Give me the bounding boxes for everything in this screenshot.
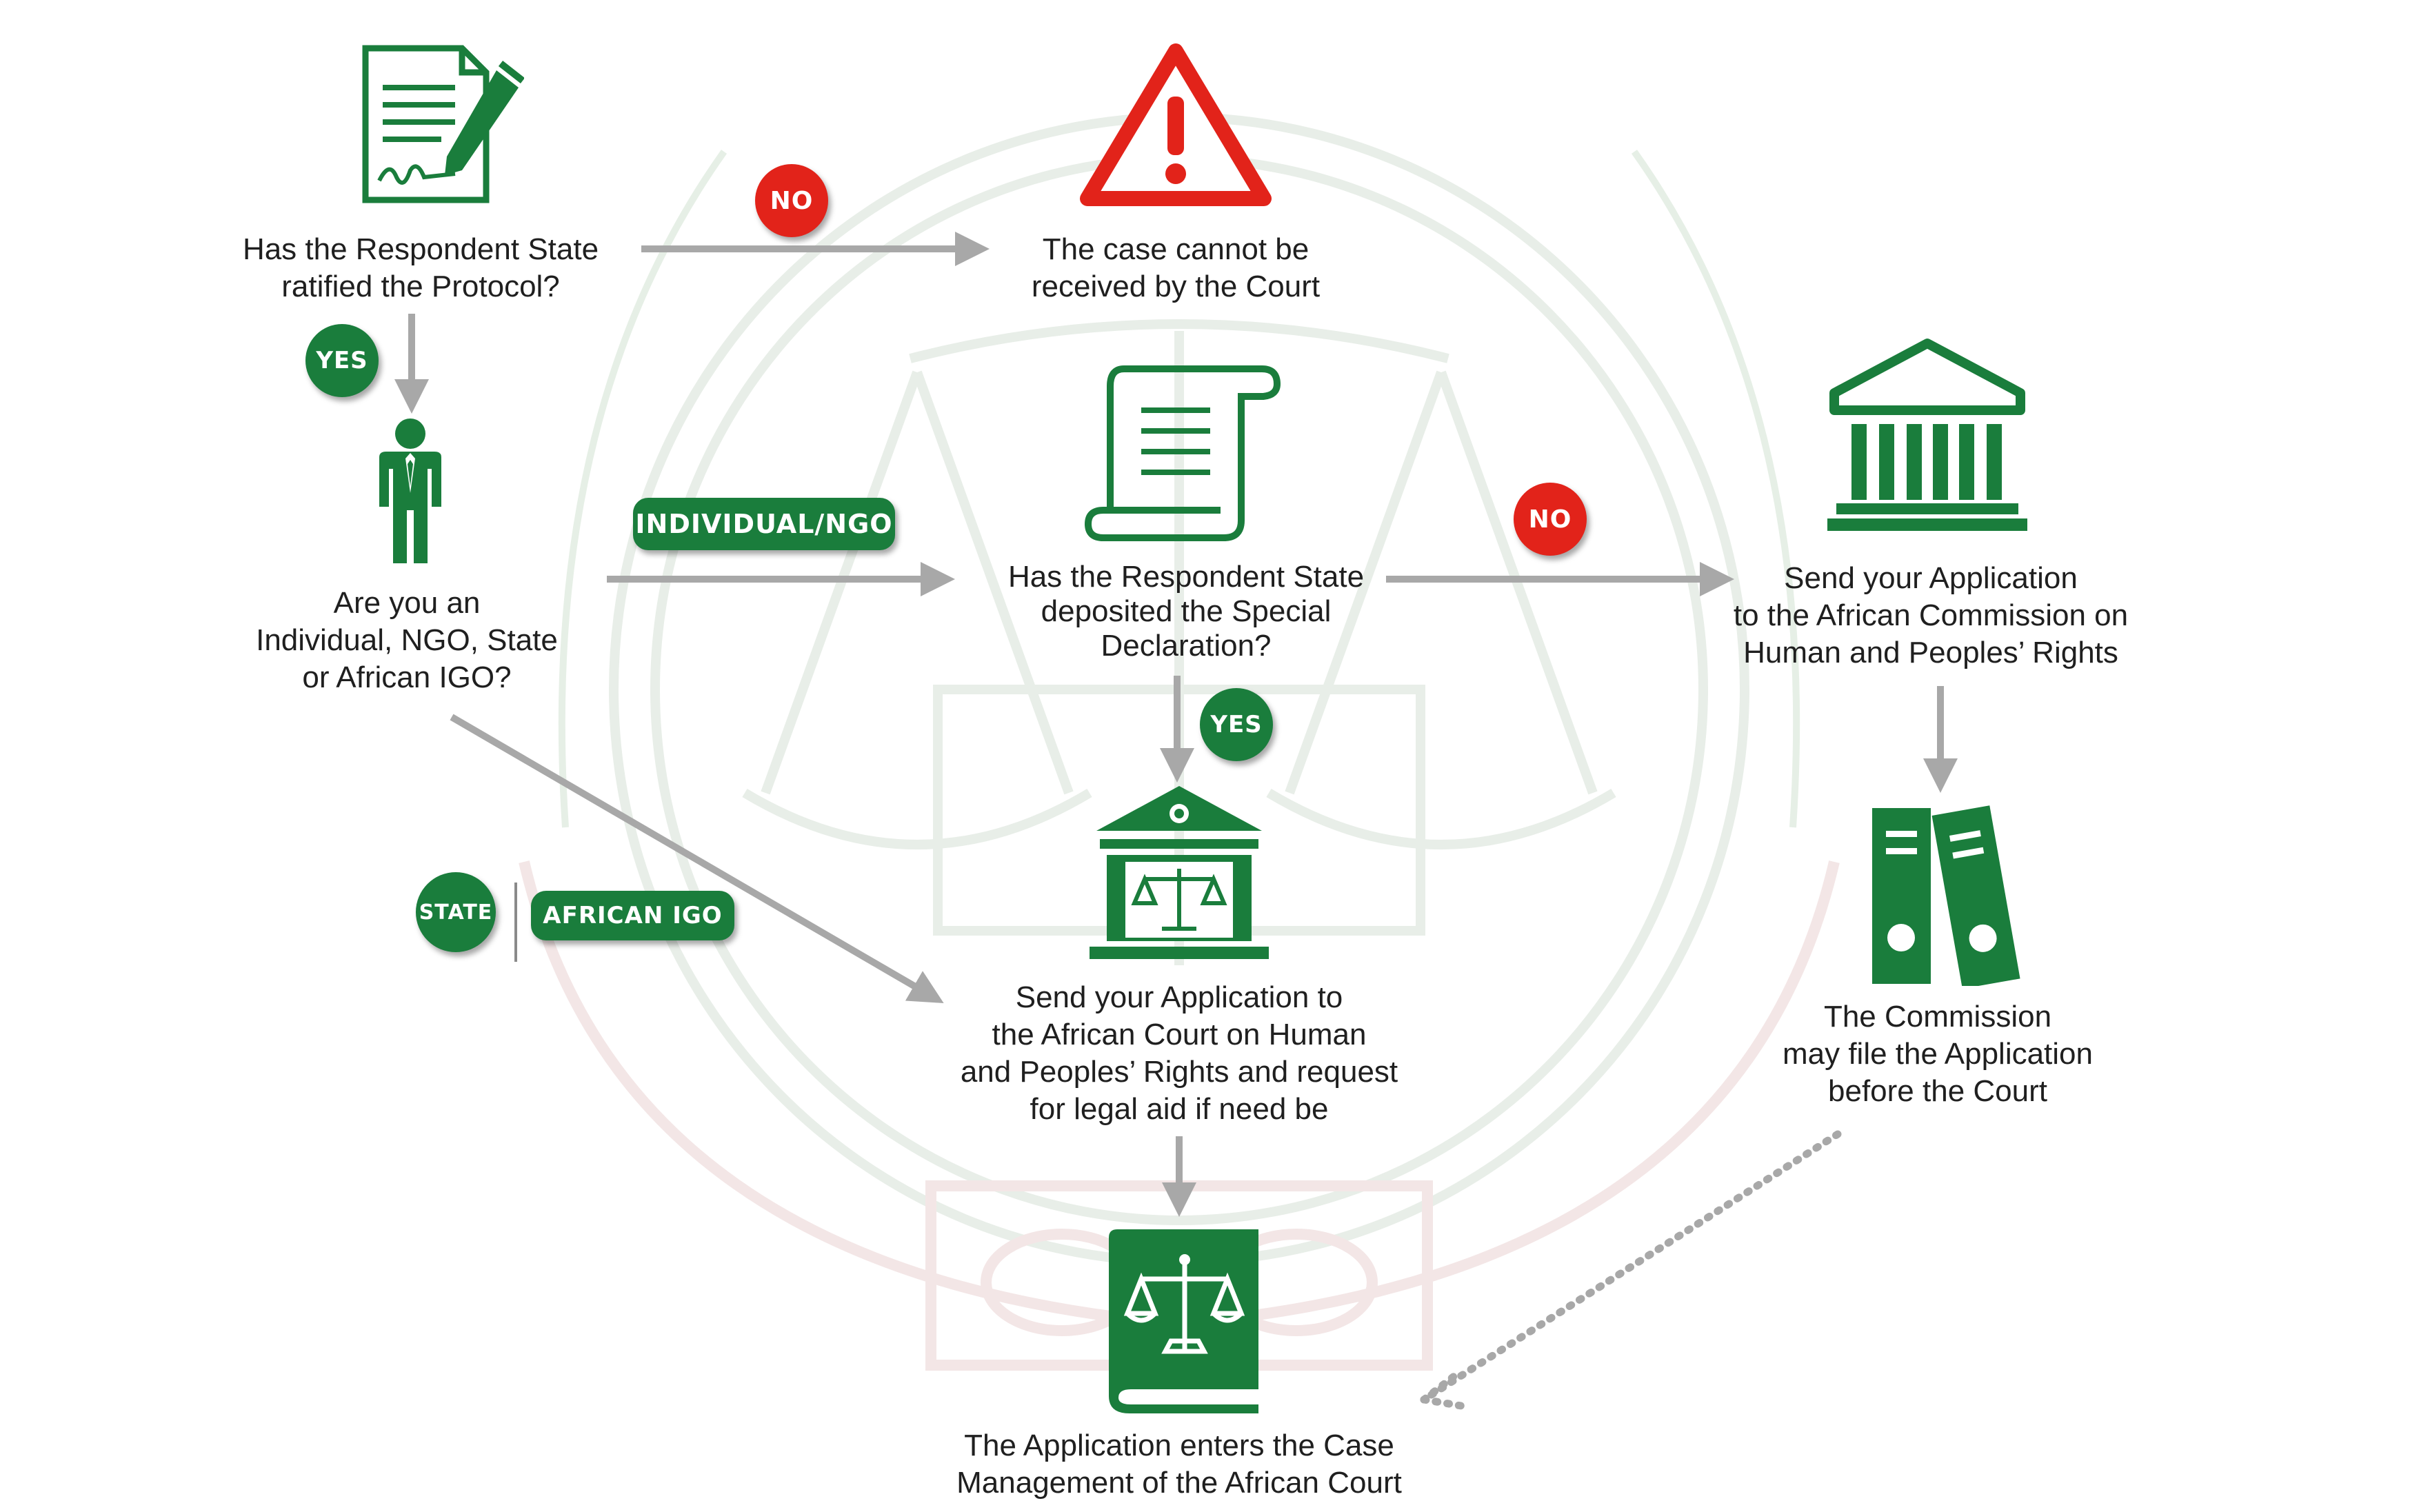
court-building-icon xyxy=(1090,783,1269,962)
scroll-icon xyxy=(1083,355,1283,545)
commission-text: Send your Application to the African Com… xyxy=(1733,561,2129,669)
african-igo-badge: AFRICAN IGO xyxy=(531,891,734,940)
applicant-type-question: Are you an Individual, NGO, State or Afr… xyxy=(256,586,558,694)
person-icon xyxy=(372,417,448,565)
signed-document-icon xyxy=(359,43,525,208)
not-received-text: The case cannot be received by the Court xyxy=(1031,232,1321,303)
yes-badge-ratified: YES xyxy=(305,324,379,397)
yes-badge-declaration: YES xyxy=(1200,688,1273,761)
law-book-icon xyxy=(1103,1224,1269,1417)
declaration-question: Has the Respondent State deposited the S… xyxy=(1007,560,1365,663)
no-badge-declaration: NO xyxy=(1514,483,1587,556)
arrow-commission-file-dotted xyxy=(1420,1130,1842,1411)
institution-building-icon xyxy=(1824,338,2031,534)
binders-icon xyxy=(1865,800,2031,989)
ratified-question: Has the Respondent State ratified the Pr… xyxy=(242,232,599,303)
no-badge-ratified: NO xyxy=(755,164,828,237)
case-management-text: The Application enters the Case Manageme… xyxy=(956,1429,1402,1500)
state-badge: STATE xyxy=(416,872,496,952)
arrow-state-igo xyxy=(450,714,944,1004)
commission-file-text: The Commission may file the Application … xyxy=(1782,1000,2094,1108)
individual-ngo-badge: INDIVIDUAL/NGO xyxy=(633,498,895,550)
court-text: Send your Application to the African Cou… xyxy=(960,980,1398,1126)
warning-triangle-icon xyxy=(1079,41,1272,210)
